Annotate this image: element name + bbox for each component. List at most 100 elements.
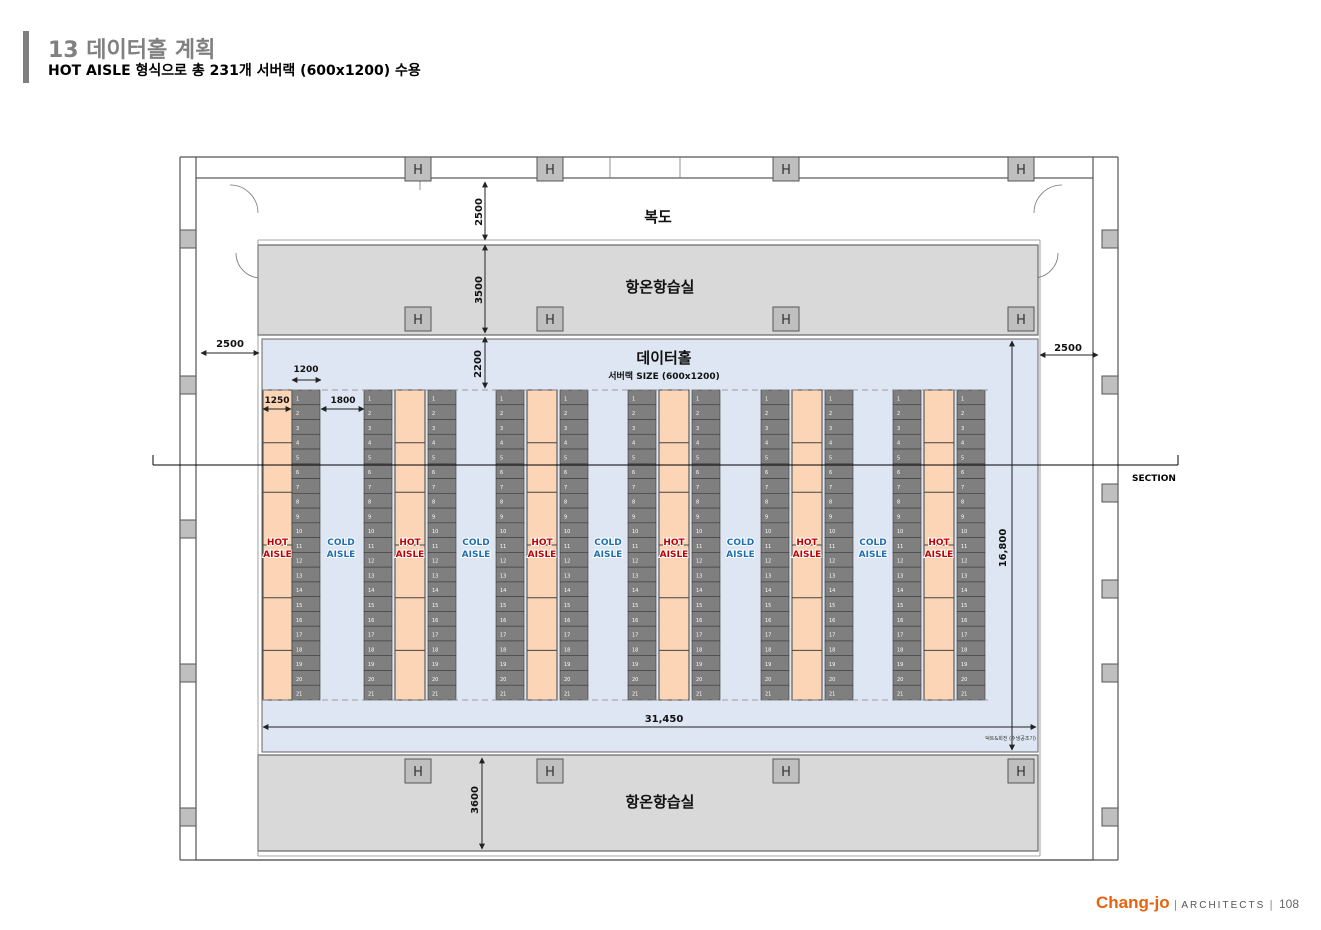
rack-number: 8 <box>765 500 768 506</box>
dim-gap-height: 2200 <box>473 350 484 378</box>
hvac-unit-label: H <box>781 313 791 328</box>
rack-number: 14 <box>696 588 702 594</box>
rack-number: 6 <box>432 470 435 476</box>
cold-aisle-label: COLD <box>727 538 754 548</box>
hvac-unit-label: H <box>413 163 423 178</box>
rack-number: 16 <box>564 618 570 624</box>
rack-number: 7 <box>632 485 635 491</box>
hot-aisle-label: AISLE <box>793 550 822 560</box>
rack-number: 11 <box>368 544 374 550</box>
rack-number: 2 <box>829 411 832 417</box>
rack-number: 10 <box>368 529 374 535</box>
building-walls <box>179 156 1119 861</box>
rack-number: 5 <box>632 455 635 461</box>
rack-number: 21 <box>632 692 638 698</box>
rack-number: 16 <box>296 618 302 624</box>
rack-number: 12 <box>696 559 702 565</box>
dim-cold-aisle-width: 1800 <box>330 396 355 406</box>
rack-number: 3 <box>296 426 299 432</box>
hvac-unit-box <box>1007 306 1035 332</box>
rack-number: 15 <box>897 603 903 609</box>
rack-number: 10 <box>829 529 835 535</box>
hvac-unit-label: H <box>545 313 555 328</box>
rack-number: 3 <box>897 426 900 432</box>
rack-number: 4 <box>829 441 832 447</box>
server-rack-rows: HOTAISLE12345678910111213141516171819202… <box>262 389 986 701</box>
rack-number: 1 <box>829 396 832 402</box>
brand-separator: | <box>1173 898 1178 911</box>
dim-rack-depth: 1200 <box>293 365 318 375</box>
rack-number: 14 <box>765 588 771 594</box>
dim-hall-height: 16,800 <box>998 529 1009 568</box>
hvac-unit-label: H <box>1016 765 1026 780</box>
hvac-unit-label: H <box>413 765 423 780</box>
rack-number: 3 <box>961 426 964 432</box>
rack-number: 3 <box>500 426 503 432</box>
hvac-unit-label: H <box>413 313 423 328</box>
rack-number: 1 <box>696 396 699 402</box>
cold-aisle-label: COLD <box>594 538 621 548</box>
rack-number: 17 <box>897 633 903 639</box>
rack-number: 11 <box>432 544 438 550</box>
dim-humidity-top-height: 3500 <box>474 276 485 304</box>
rack-number: 10 <box>632 529 638 535</box>
rack-number: 20 <box>765 677 771 683</box>
rack-number: 13 <box>632 573 638 579</box>
dimension-lines <box>200 181 1099 850</box>
rack-number: 2 <box>696 411 699 417</box>
rack-number: 10 <box>961 529 967 535</box>
rack-number: 15 <box>432 603 438 609</box>
rack-number: 20 <box>961 677 967 683</box>
rack-number: 13 <box>368 573 374 579</box>
rack-number: 12 <box>500 559 506 565</box>
rack-number: 10 <box>296 529 302 535</box>
rack-number: 10 <box>897 529 903 535</box>
rack-number: 18 <box>564 647 570 653</box>
rack-number: 11 <box>765 544 771 550</box>
rack-number: 12 <box>897 559 903 565</box>
rack-number: 18 <box>368 647 374 653</box>
brand-separator-2: | <box>1269 898 1273 911</box>
rack-number: 18 <box>829 647 835 653</box>
rack-number: 18 <box>765 647 771 653</box>
rack-number: 13 <box>897 573 903 579</box>
server-rack <box>824 684 854 701</box>
brand-subtitle: ARCHITECTS <box>1181 900 1266 911</box>
rack-number: 8 <box>829 500 832 506</box>
rack-number: 5 <box>961 455 964 461</box>
hvac-unit-box <box>772 156 800 182</box>
data-hall-label: 데이터홀 <box>636 349 691 367</box>
rack-number: 4 <box>296 441 299 447</box>
server-rack <box>956 684 986 701</box>
server-rack <box>495 684 525 701</box>
rack-number: 15 <box>564 603 570 609</box>
rack-number: 1 <box>368 396 371 402</box>
rack-number: 5 <box>696 455 699 461</box>
rack-number: 6 <box>564 470 567 476</box>
page-title: 13 데이터홀 계획 <box>48 38 216 63</box>
rack-number: 18 <box>500 647 506 653</box>
humidity-room-bottom <box>257 754 1039 852</box>
rack-number: 12 <box>432 559 438 565</box>
rack-number: 10 <box>500 529 506 535</box>
rack-number: 2 <box>765 411 768 417</box>
rack-number: 8 <box>368 500 371 506</box>
rack-number: 21 <box>829 692 835 698</box>
rack-number: 5 <box>368 455 371 461</box>
rack-number: 3 <box>432 426 435 432</box>
rack-number: 6 <box>897 470 900 476</box>
rack-number: 6 <box>296 470 299 476</box>
rack-number: 19 <box>564 662 570 668</box>
rack-number: 5 <box>897 455 900 461</box>
rack-number: 6 <box>632 470 635 476</box>
rack-number: 10 <box>696 529 702 535</box>
cold-aisle-label: AISLE <box>327 550 356 560</box>
rack-number: 3 <box>696 426 699 432</box>
hot-aisle-label: HOT <box>399 538 421 548</box>
hvac-unit-box <box>536 156 564 182</box>
rack-number: 2 <box>632 411 635 417</box>
rack-number: 19 <box>500 662 506 668</box>
hot-aisle-label: HOT <box>267 538 289 548</box>
rack-number: 16 <box>632 618 638 624</box>
rack-number: 19 <box>765 662 771 668</box>
